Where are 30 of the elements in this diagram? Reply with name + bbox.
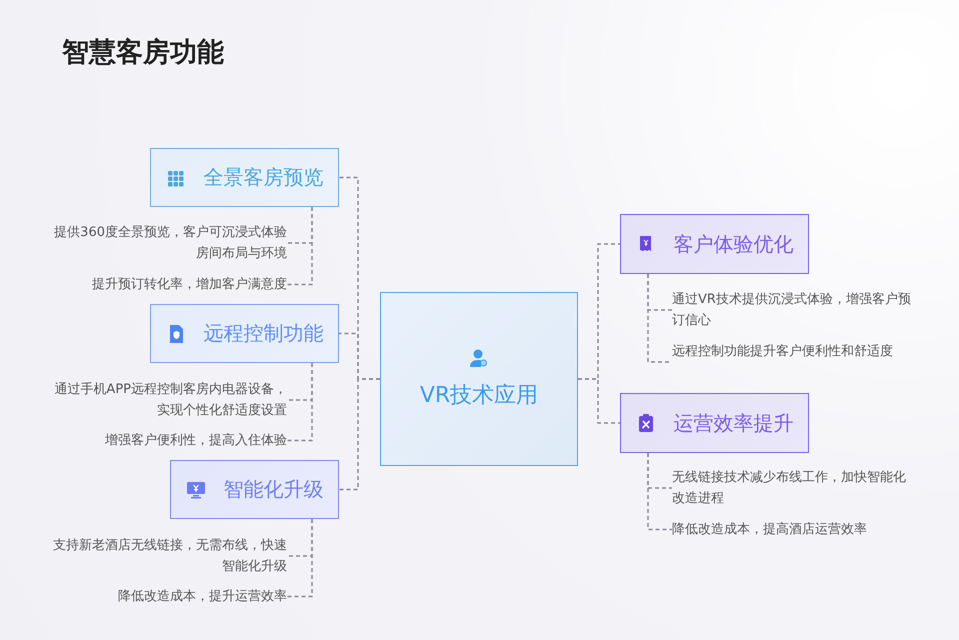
connector-line	[647, 274, 672, 363]
connector-line	[287, 519, 313, 598]
topic-label: 远程控制功能	[204, 320, 324, 347]
subtopic-text: 通过手机APP远程控制客房内电器设备，实现个性化舒适度设置	[53, 381, 287, 420]
subtopic-text: 远程控制功能提升客户便利性和舒适度	[672, 343, 894, 361]
subtopic-text: 增强客户便利性，提高入住体验	[104, 432, 287, 450]
subtopic-text: 通过VR技术提供沉浸式体验，增强客户预订信心	[672, 291, 912, 330]
connector-line	[647, 453, 672, 530]
topic-label: VR技术应用	[420, 382, 538, 410]
connector-line	[578, 378, 620, 424]
subtopic-text: 降低改造成本，提高酒店运营效率	[672, 521, 868, 539]
topic-label: 运营效率提升	[674, 410, 794, 436]
topic-label: 客户体验优化	[674, 230, 794, 258]
central-topic-box	[380, 292, 578, 466]
topic-box	[170, 460, 339, 519]
diagram-title: 智慧客房功能	[62, 36, 224, 70]
connector-line	[287, 207, 313, 286]
topic-label: 全景客房预览	[204, 164, 324, 191]
topic-box	[620, 214, 809, 274]
connector-line	[339, 378, 380, 490]
subtopic-text: 无线链接技术减少布线工作，加快智能化改造进程	[672, 469, 907, 508]
topic-box	[150, 304, 339, 363]
subtopic-text: 提升预订转化率，增加客户满意度	[91, 276, 287, 294]
subtopic-text: 提供360度全景预览，客户可沉浸式体验房间布局与环境	[53, 224, 287, 263]
topic-box	[620, 393, 809, 453]
connector-line	[287, 363, 313, 442]
subtopic-text: 支持新老酒店无线链接，无需布线，快速智能化升级	[52, 537, 287, 576]
topic-label: 智能化升级	[224, 476, 324, 503]
subtopic-text: 降低改造成本，提升运营效率	[117, 588, 287, 606]
topic-box	[150, 148, 339, 207]
